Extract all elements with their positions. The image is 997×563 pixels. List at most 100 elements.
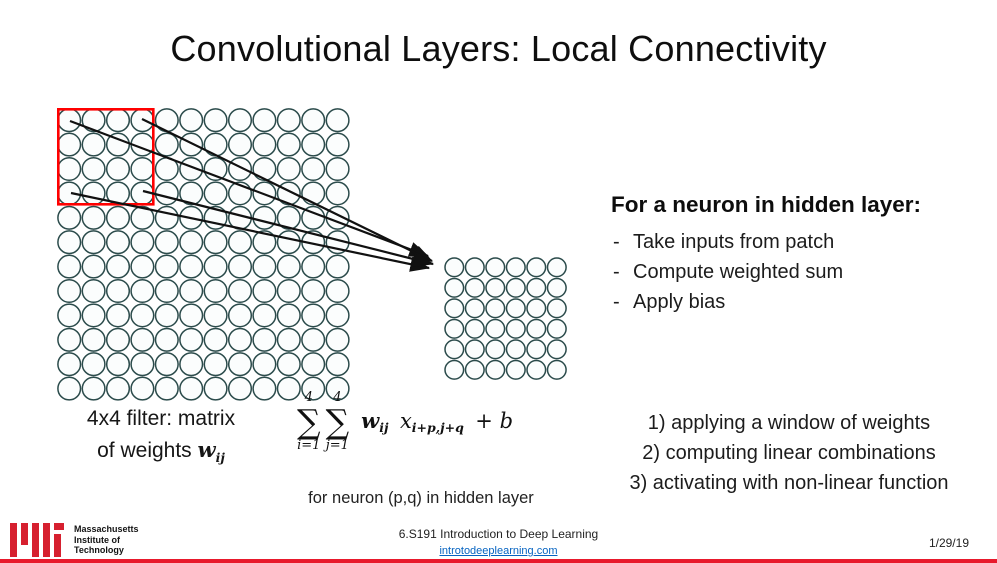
neuron-circle (444, 298, 465, 319)
neuron-circle (154, 254, 179, 279)
neuron-circle (464, 359, 485, 380)
neuron-circle (464, 298, 485, 319)
neuron-circle (154, 327, 179, 352)
neuron-circle (485, 318, 506, 339)
neuron-circle (227, 156, 253, 182)
neuron-circle (276, 303, 301, 328)
neuron-circle (203, 205, 228, 230)
neuron-circle (301, 181, 326, 206)
neuron-circle (252, 205, 277, 230)
neuron-circle (444, 257, 465, 278)
neuron-circle (227, 278, 253, 304)
neuron-circle (203, 254, 228, 279)
neuron-circle (227, 108, 253, 133)
course-link[interactable]: introtodeeplearning.com (439, 545, 558, 557)
neuron-circle (505, 359, 526, 380)
neuron-circle (464, 257, 485, 278)
neuron-circle (276, 108, 301, 133)
neuron-circle (57, 278, 82, 304)
neuron-circle (203, 108, 228, 133)
neuron-circle (57, 303, 82, 328)
neuron-circle (227, 376, 253, 401)
neuron-circle (252, 278, 277, 304)
neuron-circle (57, 352, 82, 377)
filter-label-line1: 4x4 filter: matrix (86, 407, 236, 430)
neuron-circle (81, 132, 106, 157)
neuron-circle (179, 254, 204, 279)
neuron-circle (81, 181, 106, 206)
input-layer-grid (56, 107, 350, 406)
neuron-circle (179, 205, 204, 230)
neuron-circle (276, 230, 301, 255)
neuron-circle (179, 303, 204, 328)
neuron-circle (276, 132, 301, 157)
neuron-circle (105, 327, 131, 352)
neuron-circle (130, 254, 155, 279)
neuron-circle (57, 327, 82, 352)
bullet-item: -Compute weighted sum (613, 261, 844, 283)
neuron-circle (325, 254, 350, 279)
neuron-circle (301, 132, 326, 157)
neuron-circle (105, 254, 131, 279)
neuron-circle (130, 303, 155, 328)
neuron-circle (546, 339, 567, 360)
neuron-circle (252, 254, 277, 279)
neuron-circle (325, 156, 350, 182)
neuron-circle (227, 303, 253, 328)
neuron-circle (301, 352, 326, 377)
neuron-circle (301, 278, 326, 304)
step-item: 2) computing linear combinations (642, 442, 936, 464)
neuron-circle (252, 108, 277, 133)
neuron-circle (179, 327, 204, 352)
neuron-circle (154, 376, 179, 401)
neuron-circle (154, 278, 179, 304)
neuron-circle (276, 376, 301, 401)
neuron-circle (276, 205, 301, 230)
right-panel-heading: For a neuron in hidden layer: (611, 192, 922, 217)
neuron-circle (252, 352, 277, 377)
neuron-circle (276, 278, 301, 304)
neuron-circle (301, 303, 326, 328)
neuron-circle (526, 298, 547, 319)
mit-logo (10, 523, 64, 562)
slide-title: Convolutional Layers: Local Connectivity (170, 28, 827, 69)
neuron-circle (464, 318, 485, 339)
step-item: 3) activating with non-linear function (629, 472, 949, 494)
neuron-circle (227, 205, 253, 230)
institution-name: Massachusetts Institute of Technology (74, 524, 139, 555)
neuron-circle (546, 318, 567, 339)
neuron-circle (57, 156, 82, 182)
filter-label: 4x4 filter: matrix of weights wij (45, 403, 277, 473)
neuron-circle (130, 205, 155, 230)
neuron-circle (179, 230, 204, 255)
neuron-circle (81, 278, 106, 304)
neuron-circle (105, 156, 131, 182)
slide-date: 1/29/19 (928, 536, 969, 550)
neuron-circle (301, 230, 326, 255)
steps-list: 1) applying a window of weights 2) compu… (600, 408, 978, 498)
neuron-circle (252, 132, 277, 157)
neuron-circle (203, 327, 228, 352)
footer-center: 6.S191 Introduction to Deep Learning int… (0, 527, 997, 559)
neuron-circle (301, 376, 326, 401)
neuron-circle (154, 108, 179, 133)
neuron-circle (325, 352, 350, 377)
neuron-circle (526, 339, 547, 360)
neuron-circle (546, 257, 567, 278)
neuron-circle (203, 303, 228, 328)
neuron-circle (444, 339, 465, 360)
neuron-circle (179, 156, 204, 182)
neuron-circle (81, 254, 106, 279)
neuron-circle (276, 156, 301, 182)
neuron-circle (154, 181, 179, 206)
sigma-icon: ∑ (297, 402, 321, 441)
neuron-circle (179, 278, 204, 304)
neuron-circle (526, 318, 547, 339)
neuron-circle (444, 318, 465, 339)
formula-caption: for neuron (p,q) in hidden layer (308, 489, 534, 507)
neuron-circle (57, 230, 82, 255)
neuron-circle (252, 181, 277, 206)
neuron-circle (325, 181, 350, 206)
neuron-circle (546, 277, 567, 298)
